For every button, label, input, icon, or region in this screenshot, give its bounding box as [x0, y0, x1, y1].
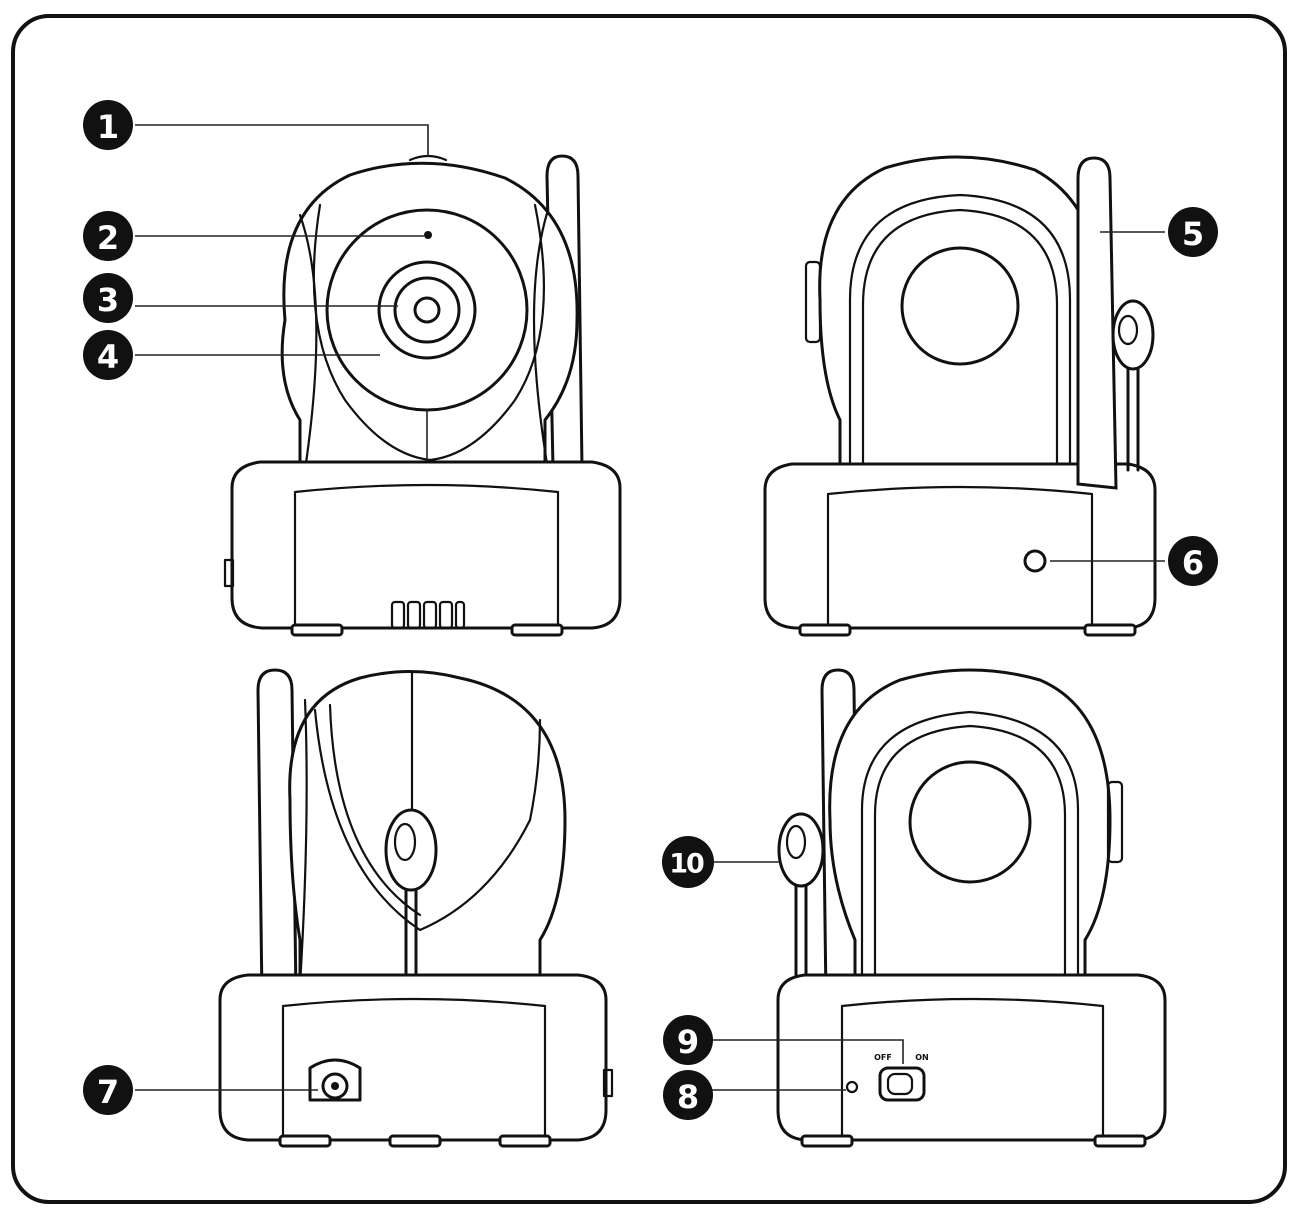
rear-disc: [900, 246, 1020, 366]
camera-front-view: [135, 124, 622, 637]
base-panel: [840, 997, 1105, 1140]
lens-icon: [413, 296, 441, 324]
diagram-frame: [11, 14, 1287, 1204]
svg-text:8: 8: [677, 1078, 699, 1116]
switch-on-label: ON: [915, 1053, 929, 1062]
base-foot: [278, 1134, 332, 1148]
base-foot: [290, 623, 344, 637]
head-edge-right: [532, 208, 550, 472]
face-plate: [312, 203, 545, 462]
base-panel: [826, 485, 1094, 628]
base-side-port: [602, 1068, 614, 1098]
antenna: [256, 668, 298, 1000]
head-edge-left: [298, 698, 308, 987]
power-port-icon: [321, 1072, 349, 1100]
head-visor: [313, 708, 542, 932]
callout-9: 9: [663, 1015, 713, 1065]
power-port-housing: [308, 1058, 362, 1102]
temperature-sensor-icon: [384, 808, 438, 892]
base-panel: [281, 997, 547, 1140]
base-foot: [1093, 1134, 1147, 1148]
base-foot: [388, 1134, 442, 1148]
sensor-tip: [393, 822, 417, 862]
reset-hole-icon: [1023, 549, 1047, 573]
head-visor-inner: [328, 703, 422, 917]
svg-text:5: 5: [1182, 215, 1204, 253]
head-side-cap: [1106, 780, 1124, 864]
callout-3: 3: [83, 273, 133, 323]
svg-text:10: 10: [669, 849, 704, 880]
callout-5: 5: [1168, 207, 1218, 257]
callout-6: 6: [1168, 536, 1218, 586]
svg-text:1: 1: [97, 108, 119, 146]
head-side-cap: [804, 260, 822, 344]
sensor-tip: [1117, 314, 1139, 346]
antenna: [1076, 156, 1118, 490]
camera-base: [776, 973, 1167, 1142]
power-switch: [878, 1066, 926, 1102]
switch-off-label: OFF: [874, 1053, 892, 1062]
lens-ring: [377, 260, 477, 360]
callout-10: 10: [662, 836, 714, 888]
callout-8: 8: [663, 1070, 713, 1120]
power-port-pin: [331, 1082, 339, 1090]
camera-base: [230, 460, 622, 630]
svg-text:7: 7: [97, 1073, 119, 1111]
camera-back-view: [763, 155, 1165, 637]
callout-1: 1: [83, 100, 133, 150]
camera-base: [763, 462, 1157, 630]
base-foot: [498, 1134, 552, 1148]
svg-text:6: 6: [1182, 544, 1204, 582]
base-foot: [798, 623, 852, 637]
antenna: [545, 154, 584, 470]
svg-text:2: 2: [97, 219, 119, 257]
svg-text:9: 9: [677, 1023, 699, 1061]
rear-arch: [848, 193, 1072, 472]
rear-disc: [908, 760, 1032, 884]
base-side-port: [223, 558, 235, 588]
svg-text:3: 3: [97, 281, 119, 319]
camera-head: [828, 668, 1112, 987]
leader-line-9: [705, 1039, 904, 1050]
base-foot: [800, 1134, 854, 1148]
temperature-sensor-icon: [777, 812, 825, 888]
callout-4: 4: [83, 330, 133, 380]
rear-arch-inner: [861, 208, 1059, 472]
power-switch-knob: [886, 1072, 914, 1096]
camera-side-view-right: OFF ON: [705, 668, 1167, 1148]
speaker-grille: [390, 600, 466, 630]
camera-side-view-left: [135, 668, 614, 1148]
rear-arch: [860, 710, 1080, 987]
leader-line-1: [135, 124, 429, 157]
lens-inner-ring: [393, 276, 461, 344]
base-panel: [293, 483, 560, 628]
svg-text:4: 4: [97, 338, 119, 376]
base-foot: [1083, 623, 1137, 637]
callout-2: 2: [83, 211, 133, 261]
pair-button-icon: [845, 1080, 859, 1094]
base-foot: [510, 623, 564, 637]
sensor-tip: [785, 824, 807, 860]
microphone-hole-icon: [424, 231, 432, 239]
callout-7: 7: [83, 1065, 133, 1115]
rear-arch-inner: [873, 724, 1067, 987]
